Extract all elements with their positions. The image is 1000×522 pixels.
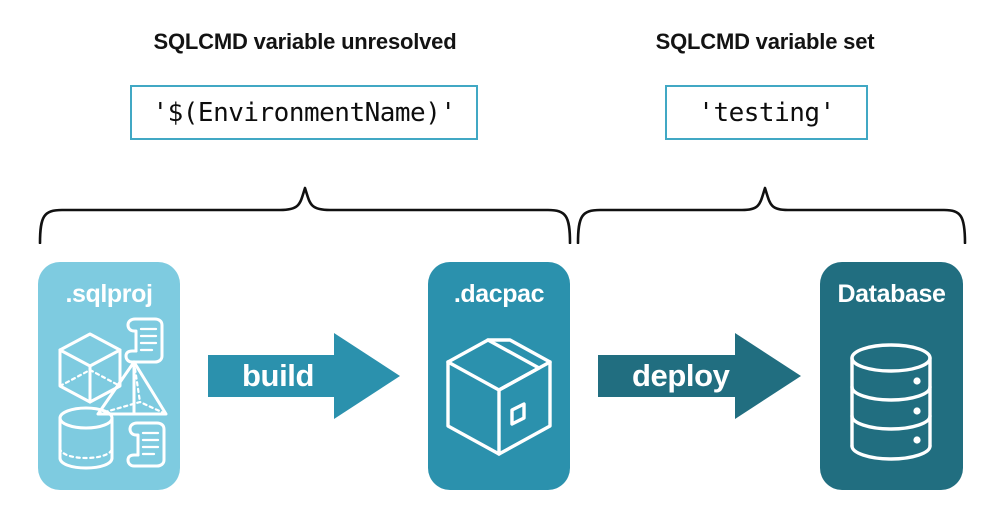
arrow-deploy-label: deploy [632,358,730,393]
node-sqlproj: .sqlproj [38,262,180,490]
code-box-unresolved-value: '$(EnvironmentName)' [130,85,478,140]
group-heading-set: SQLCMD variable set [655,29,875,54]
node-dacpac: .dacpac [428,262,570,490]
package-box-icon [446,338,552,456]
cube-wireframe-icon [58,332,122,404]
arrow-deploy: deploy [598,333,801,419]
brace-set-icon [576,186,967,244]
db-led-dot [913,436,921,444]
arrow-build-label: build [242,358,315,393]
brace-unresolved-icon [38,186,572,244]
group-heading-unresolved: SQLCMD variable unresolved [153,29,457,54]
brace-group [38,186,967,244]
scroll-icon [126,421,166,468]
database-cylinder-icon [850,343,932,461]
db-led-dot [913,377,921,385]
deploy-arrow-icon [598,333,801,419]
node-sqlproj-title: .sqlproj [65,280,153,308]
code-box-set-value: 'testing' [665,85,868,140]
db-led-dot [913,407,921,415]
node-database: Database [820,262,963,490]
node-database-title: Database [837,280,946,308]
dacpac-package-group [446,338,552,456]
arrow-build: build [208,333,400,419]
scroll-icon [124,317,164,364]
sqlproj-artifacts-group [58,317,168,470]
cylinder-wireframe-icon [58,406,114,470]
pyramid-wireframe-icon [96,360,168,416]
build-arrow-icon [208,333,400,419]
node-dacpac-title: .dacpac [453,280,545,308]
database-art-group [850,343,932,461]
